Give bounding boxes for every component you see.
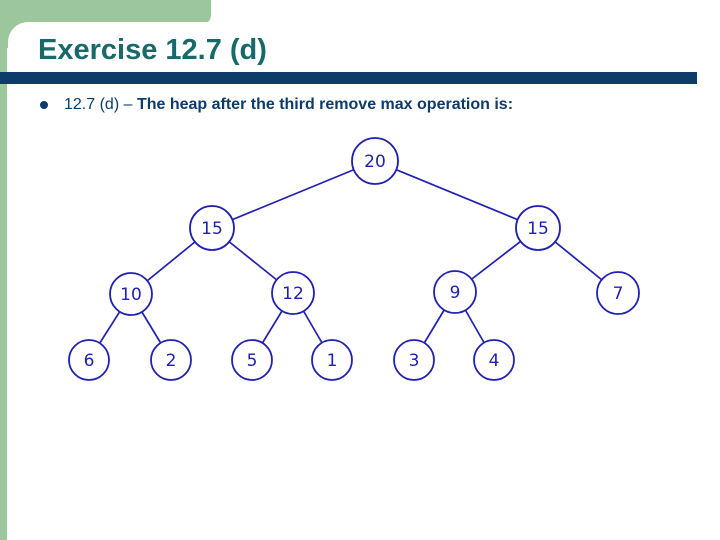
tree-node-label: 20 [364,152,386,172]
tree-node-circle [189,205,235,251]
tree-node: 2 [150,339,192,381]
tree-node-circle [311,339,353,381]
tree-edge [374,160,539,229]
bullet-icon [40,101,48,109]
tree-node: 6 [68,339,110,381]
bullet-text-prefix: 12.7 (d) – [64,96,137,113]
tree-node-label: 12 [282,284,304,304]
tree-node: 1 [311,339,353,381]
bullet-text-emphasis: The heap after the third remove max oper… [136,96,514,113]
tree-node-circle [68,339,110,381]
template-accent-top-bar [0,0,211,25]
tree-node-label: 15 [201,219,223,239]
tree-node-label: 15 [527,219,549,239]
tree-node-circle [351,137,399,185]
tree-node-circle [271,271,315,315]
tree-node-label: 9 [450,283,461,303]
tree-node-circle [150,339,192,381]
tree-node-label: 4 [489,351,500,371]
tree-node: 5 [231,339,273,381]
template-accent-left-strip [0,0,7,540]
tree-node-label: 10 [120,285,142,305]
tree-node-circle [433,270,477,314]
tree-node: 20 [351,137,399,185]
bullet-item: 12.7 (d) – The heap after the third remo… [38,95,513,114]
slide-title: Exercise 12.7 (d) [38,34,267,66]
tree-node: 3 [393,339,435,381]
tree-node-circle [109,272,153,316]
tree-node: 15 [515,205,561,251]
tree-node: 7 [596,271,640,315]
tree-node-label: 6 [84,351,95,371]
tree-node-circle [473,339,515,381]
title-underline-bar [0,72,697,84]
tree-node: 9 [433,270,477,314]
tree-node-label: 3 [409,351,420,371]
bullet-text: 12.7 (d) – The heap after the third remo… [64,95,513,114]
tree-node-circle [231,339,273,381]
tree-node: 4 [473,339,515,381]
tree-node: 15 [189,205,235,251]
tree-node-circle [515,205,561,251]
tree-node-circle [393,339,435,381]
tree-node: 12 [271,271,315,315]
tree-node-label: 1 [327,351,338,371]
tree-node-label: 7 [613,284,624,304]
tree-node-circle [596,271,640,315]
tree-edge [211,160,376,229]
tree-node-label: 2 [166,351,177,371]
tree-node: 10 [109,272,153,316]
tree-node-label: 5 [247,351,258,371]
